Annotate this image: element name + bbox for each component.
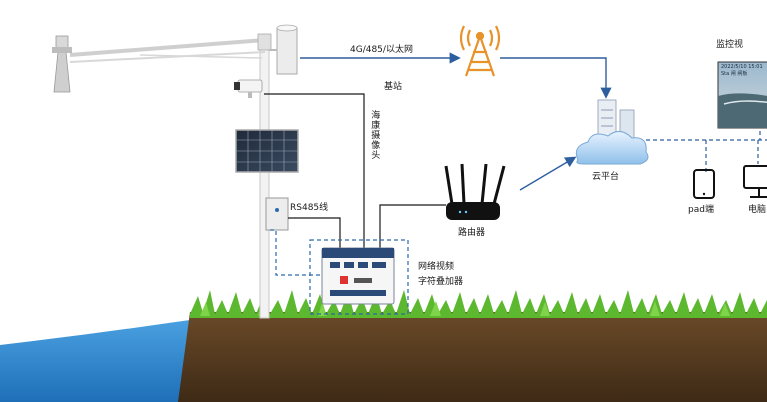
- router-label: 路由器: [458, 228, 486, 238]
- overlay-device-frame: [309, 239, 409, 315]
- pc-icon: [743, 165, 767, 198]
- pad-icon: [693, 169, 715, 199]
- monitor-screen: [717, 61, 767, 129]
- pole-box: [265, 197, 289, 231]
- rain-gauge: [269, 24, 298, 75]
- cloud-platform-icon: [575, 99, 649, 165]
- monitor-label: 监控视: [716, 40, 744, 50]
- solar-panel: [235, 129, 299, 173]
- overlay-device-label-line2: 字符叠加器: [418, 277, 464, 287]
- overlay-device-label-line1: 网络视频: [418, 262, 455, 272]
- grass: [190, 290, 767, 318]
- camera-label: 海康摄像头: [369, 110, 380, 160]
- pad-label: pad端: [688, 205, 714, 215]
- screen-timestamp: 2022/5/10 15:01: [721, 64, 763, 70]
- soil: [178, 312, 767, 402]
- pc-label: 电脑: [748, 205, 767, 215]
- antenna-tower-icon: [459, 25, 501, 77]
- router-device: [444, 163, 506, 220]
- cloud-platform-label: 云平台: [592, 172, 620, 182]
- base-station-label: 基站: [384, 82, 403, 92]
- link-label: 4G/485/以太网: [350, 45, 413, 55]
- screen-status-text: Sta 闸 闸板: [721, 71, 748, 77]
- radar-sensor: [52, 35, 72, 93]
- overlay-device: [321, 247, 395, 305]
- rs485-label: RS485线: [290, 203, 329, 213]
- water: [0, 320, 205, 402]
- camera-device: [234, 79, 263, 98]
- sensor-arm: [69, 38, 266, 57]
